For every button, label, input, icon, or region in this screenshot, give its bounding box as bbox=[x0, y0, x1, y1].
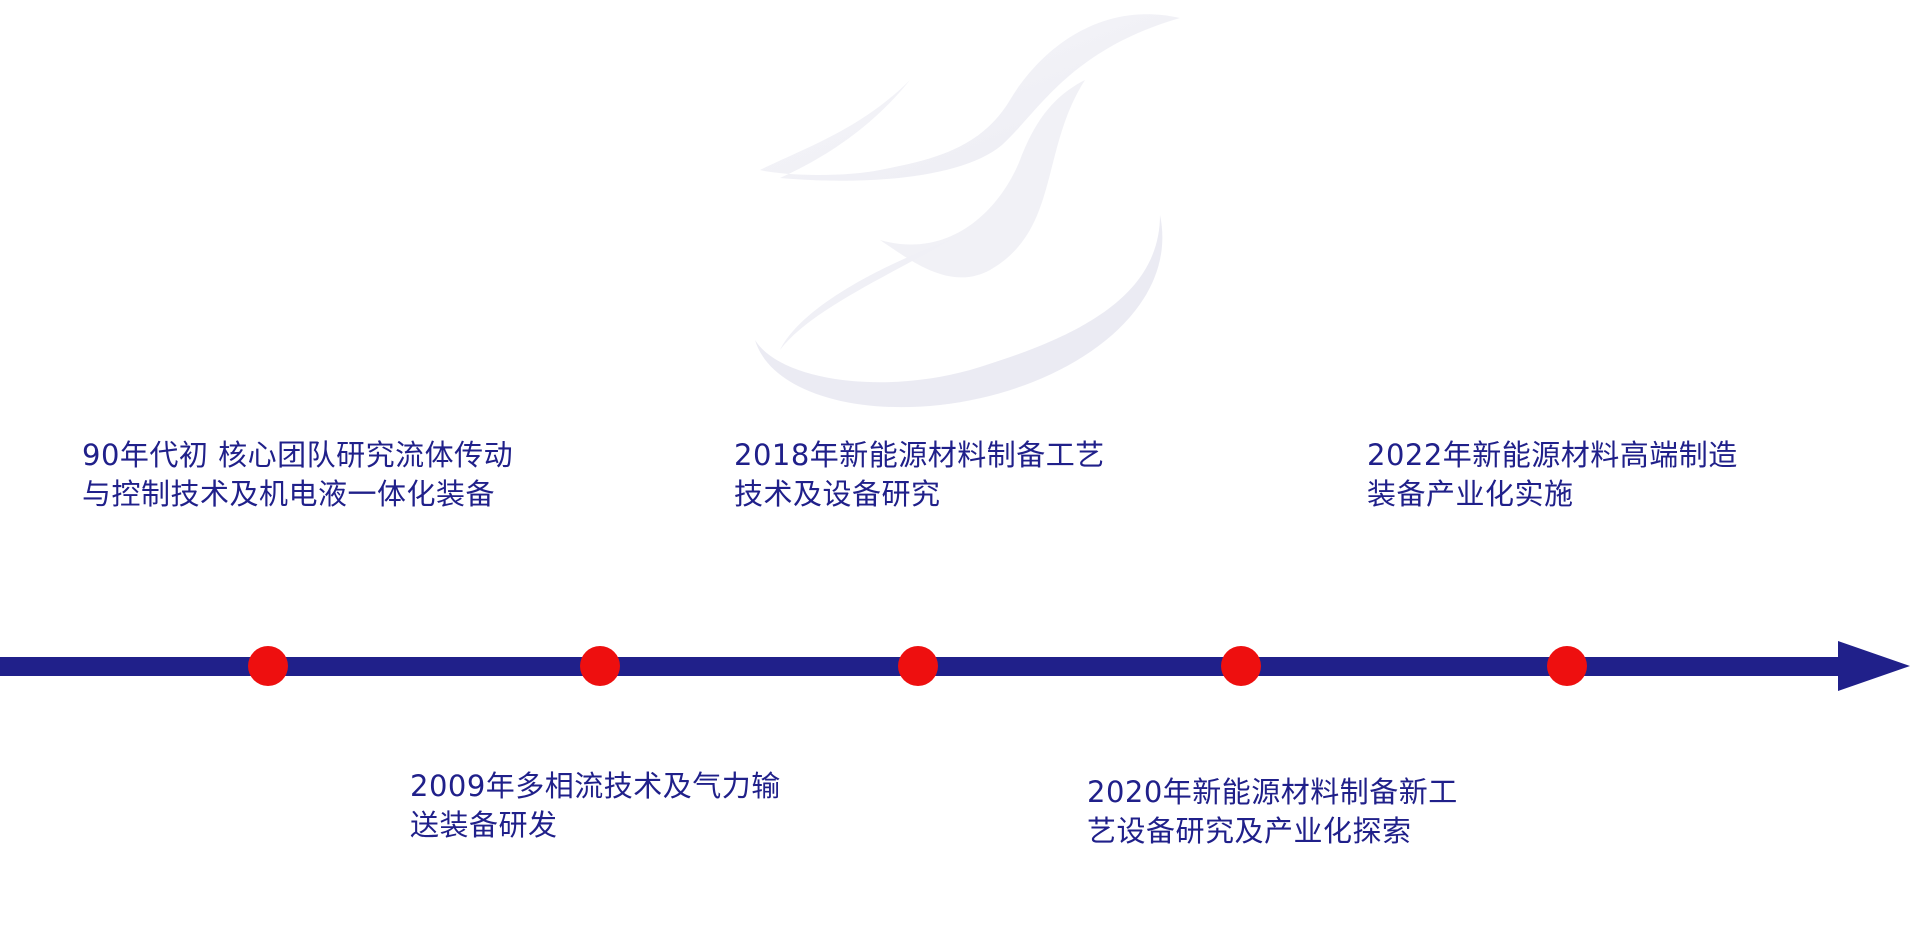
milestone-1-line-1: 90年代初 核心团队研究流体传动 bbox=[82, 438, 514, 472]
milestone-4-text: 2020年新能源材料制备新工 艺设备研究及产业化探索 bbox=[1087, 773, 1458, 851]
milestone-4-line-1: 2020年新能源材料制备新工 bbox=[1087, 775, 1458, 809]
milestone-3-line-1: 2018年新能源材料制备工艺 bbox=[734, 438, 1105, 472]
milestone-1-line-2: 与控制技术及机电液一体化装备 bbox=[82, 477, 496, 511]
milestone-4-line-2: 艺设备研究及产业化探索 bbox=[1087, 814, 1412, 848]
swirl-logo-icon bbox=[755, 14, 1180, 408]
milestone-3-line-2: 技术及设备研究 bbox=[734, 477, 941, 511]
milestone-5-text: 2022年新能源材料高端制造 装备产业化实施 bbox=[1367, 436, 1738, 514]
milestone-5-line-1: 2022年新能源材料高端制造 bbox=[1367, 438, 1738, 472]
milestone-4-dot bbox=[1221, 646, 1261, 686]
milestone-3-dot bbox=[898, 646, 938, 686]
milestone-2-line-1: 2009年多相流技术及气力输 bbox=[410, 769, 781, 803]
milestone-3-text: 2018年新能源材料制备工艺 技术及设备研究 bbox=[734, 436, 1105, 514]
milestone-2-text: 2009年多相流技术及气力输 送装备研发 bbox=[410, 767, 781, 845]
milestone-1-dot bbox=[248, 646, 288, 686]
milestone-2-line-2: 送装备研发 bbox=[410, 808, 558, 842]
milestone-5-dot bbox=[1547, 646, 1587, 686]
milestone-5-line-2: 装备产业化实施 bbox=[1367, 477, 1574, 511]
milestone-2-dot bbox=[580, 646, 620, 686]
milestone-1-text: 90年代初 核心团队研究流体传动 与控制技术及机电液一体化装备 bbox=[82, 436, 513, 514]
timeline-arrowhead bbox=[1838, 641, 1910, 691]
